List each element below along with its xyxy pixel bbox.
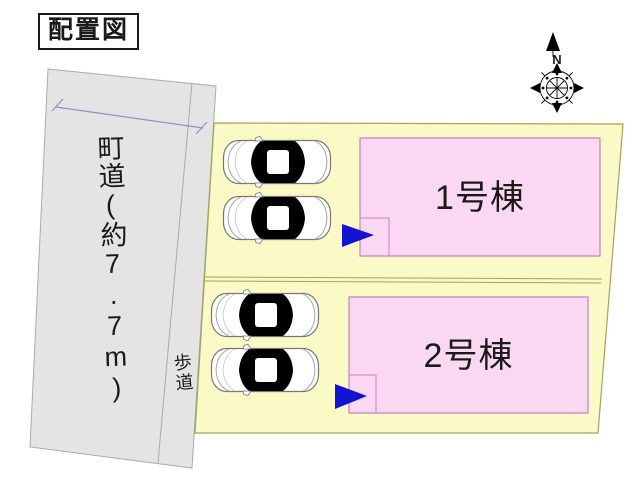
building-2-entrance-mark	[349, 374, 377, 413]
car-icon	[222, 135, 332, 189]
building-1-label: 1号棟	[435, 179, 525, 217]
car-icon	[210, 343, 320, 397]
compass-north-label: N	[552, 52, 562, 67]
compass-icon	[530, 32, 584, 113]
car-icon	[222, 191, 332, 245]
sidewalk-boundary-line	[157, 82, 193, 464]
building-2-outline	[348, 296, 589, 414]
building-2-label: 2号棟	[423, 337, 514, 375]
entrance-arrow-icon	[342, 224, 374, 247]
lot-divider-line	[203, 280, 602, 284]
road-width-dimension-line	[51, 98, 208, 135]
sidewalk-label: 歩道	[171, 352, 195, 394]
road-area	[29, 68, 217, 469]
entrance-arrow-icon	[335, 384, 367, 409]
lot-divider-line	[203, 276, 603, 280]
car-icon	[210, 288, 320, 342]
page-title: 配置図	[38, 13, 140, 50]
building-1-entrance-mark	[360, 217, 390, 256]
building-1-outline	[359, 137, 601, 257]
